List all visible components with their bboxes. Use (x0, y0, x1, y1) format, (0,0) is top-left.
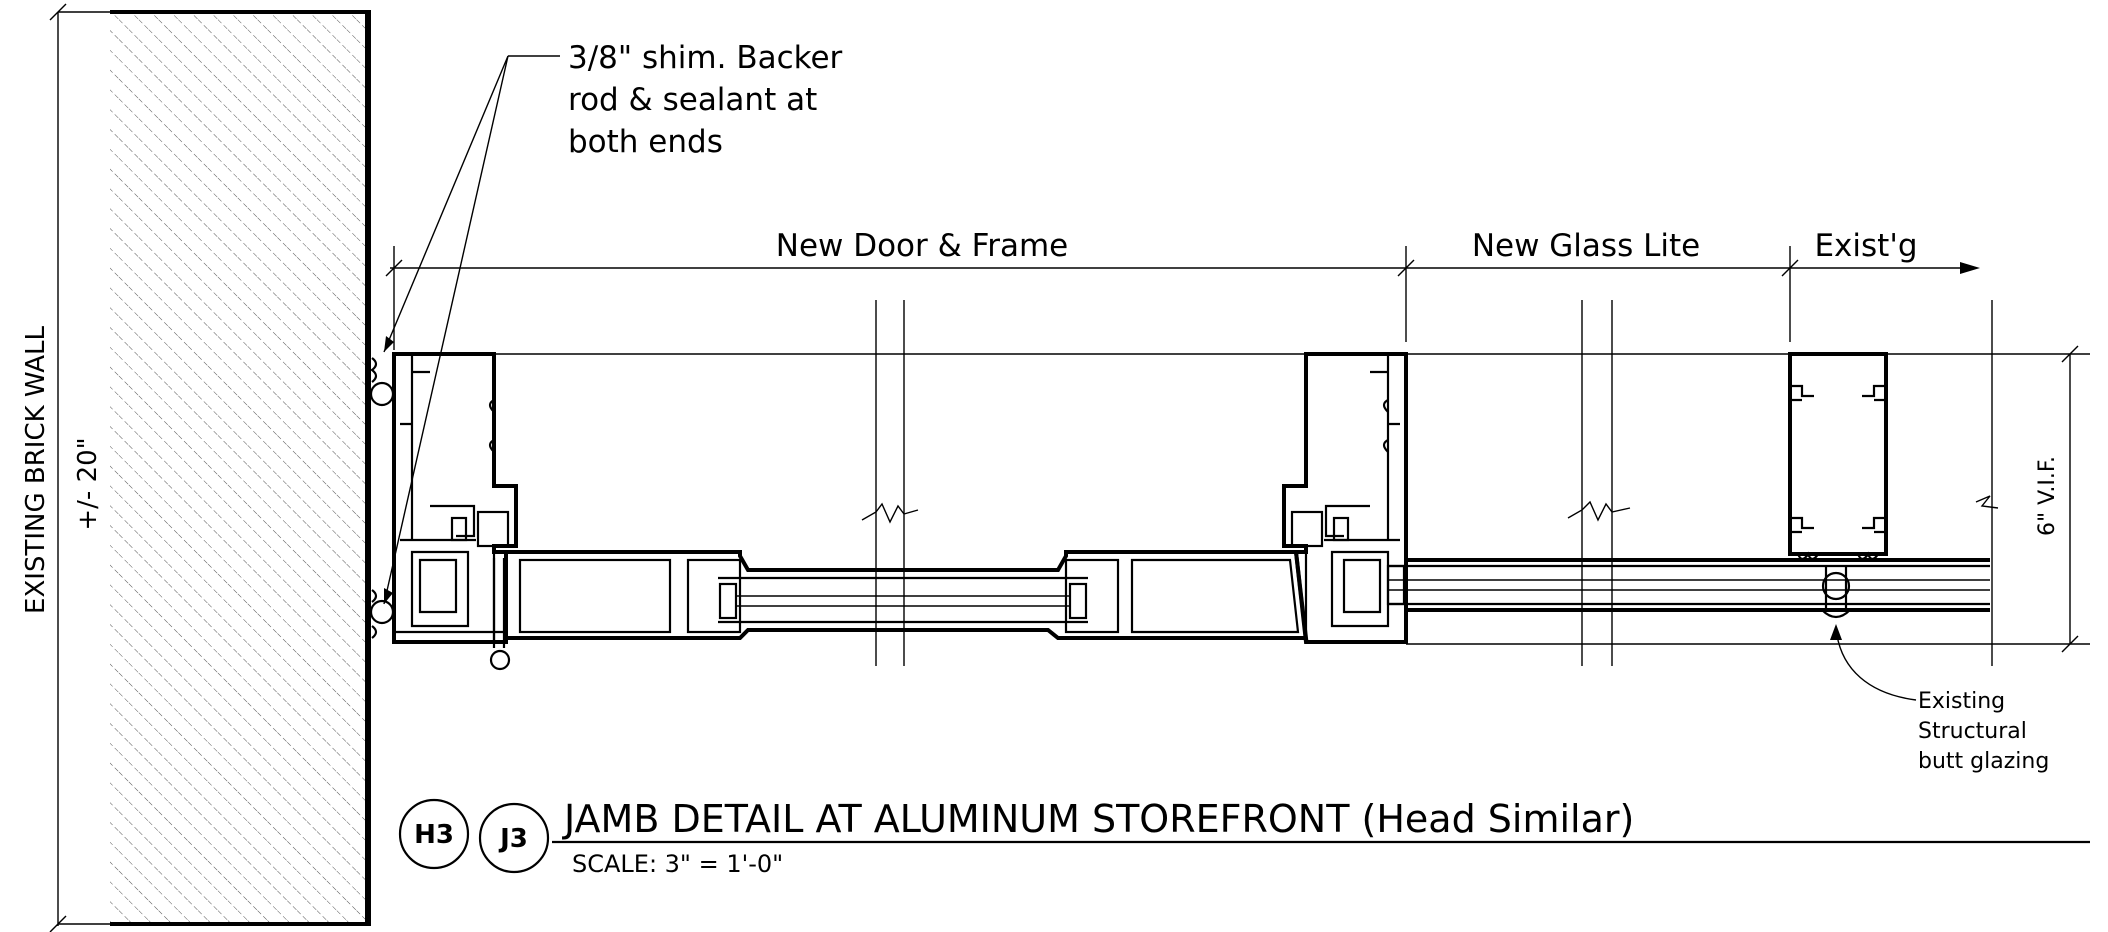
shim-note-line-2: rod & sealant at (568, 82, 817, 118)
existing-brick-wall (110, 10, 371, 926)
detail-bubble-j3: J3 (498, 824, 528, 854)
detail-scale: SCALE: 3" = 1'-0" (572, 850, 783, 878)
right-jamb-frame (1282, 352, 1408, 644)
butt-glazing-note-line-1: Existing (1918, 689, 2005, 714)
top-dimension-string (385, 246, 1980, 350)
dim-glass-lite: New Glass Lite (1472, 228, 1700, 264)
existing-mullion (1788, 352, 1888, 619)
left-jamb-frame (369, 352, 518, 644)
door-panel (504, 550, 1309, 640)
vif-text: 6" V.I.F. (2035, 456, 2060, 536)
new-glass-lite (1386, 558, 1990, 612)
vif-dimension (2061, 345, 2079, 653)
wall-dimension-text: +/- 20" (73, 437, 103, 530)
title-block (398, 798, 2090, 874)
dim-existing: Exist'g (1814, 228, 1917, 264)
butt-glazing-leader (1830, 624, 1917, 701)
wall-label: EXISTING BRICK WALL (21, 326, 51, 614)
shim-note-line-1: 3/8" shim. Backer (568, 40, 843, 76)
detail-title: JAMB DETAIL AT ALUMINUM STOREFRONT (Head… (562, 797, 1634, 841)
shim-note-line-3: both ends (568, 124, 723, 160)
butt-glazing-note-line-2: Structural (1918, 719, 2027, 744)
detail-bubble-h3: H3 (414, 820, 454, 850)
shim-leaders (383, 55, 560, 605)
reference-lines (494, 353, 2090, 645)
dim-door-frame: New Door & Frame (776, 228, 1069, 264)
butt-glazing-note-line-3: butt glazing (1918, 749, 2049, 774)
wall-dimension-line (49, 3, 110, 932)
